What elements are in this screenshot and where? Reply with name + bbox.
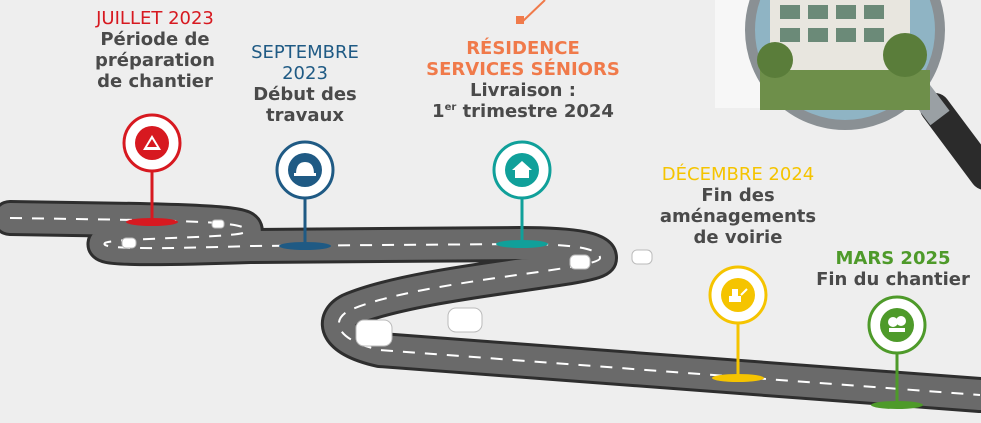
park-trees-icon xyxy=(888,316,906,332)
magnifier-icon xyxy=(715,0,981,190)
milestone-3-desc-line1: Livraison : xyxy=(470,80,576,101)
excavator-icon xyxy=(729,288,748,302)
milestone-2-date-line2: 2023 xyxy=(282,63,328,84)
milestone-2-desc-line2: travaux xyxy=(266,105,344,126)
milestone-3-label: RÉSIDENCE SERVICES SÉNIORS Livraison : 1… xyxy=(400,38,646,122)
milestone-2-desc-line1: Début des xyxy=(253,84,357,105)
milestone-pin-1 xyxy=(122,113,182,226)
milestone-3-title-line2: SERVICES SÉNIORS xyxy=(426,59,620,80)
car-icon xyxy=(121,219,653,347)
milestone-5-date: MARS 2025 xyxy=(835,248,951,269)
milestone-4-desc-line2: aménagements xyxy=(659,206,817,227)
milestone-5-desc-line1: Fin du chantier xyxy=(816,269,970,290)
milestone-pin-5 xyxy=(867,295,927,409)
roadworks-sign-icon xyxy=(143,135,161,150)
milestone-pin-4 xyxy=(708,265,768,382)
road xyxy=(0,200,981,413)
milestone-1-desc-line1: Période de xyxy=(100,29,210,50)
milestone-pin-3 xyxy=(492,140,552,248)
milestone-1-date: JUILLET 2023 xyxy=(96,8,214,29)
milestone-1-desc-line3: de chantier xyxy=(97,71,213,92)
house-icon xyxy=(512,161,532,178)
milestone-1-desc-line2: préparation xyxy=(95,50,215,71)
milestone-1-label: JUILLET 2023 Période de préparation de c… xyxy=(60,8,250,92)
milestone-4-date: DÉCEMBRE 2024 xyxy=(661,164,815,185)
milestone-4-desc-line3: de voirie xyxy=(693,227,783,248)
milestone-3-title-line1: RÉSIDENCE xyxy=(466,38,580,59)
milestone-3-desc-line2: 1er trimestre 2024 xyxy=(432,101,614,122)
milestone-2-label: SEPTEMBRE 2023 Début des travaux xyxy=(220,42,390,126)
milestone-4-desc-line1: Fin des xyxy=(701,185,775,206)
milestone-2-date-line1: SEPTEMBRE xyxy=(251,42,359,63)
milestone-5-label: MARS 2025 Fin du chantier xyxy=(808,248,978,290)
hard-hat-icon xyxy=(294,162,316,176)
milestone-pin-2 xyxy=(275,140,335,250)
milestone-4-label: DÉCEMBRE 2024 Fin des aménagements de vo… xyxy=(638,164,838,248)
